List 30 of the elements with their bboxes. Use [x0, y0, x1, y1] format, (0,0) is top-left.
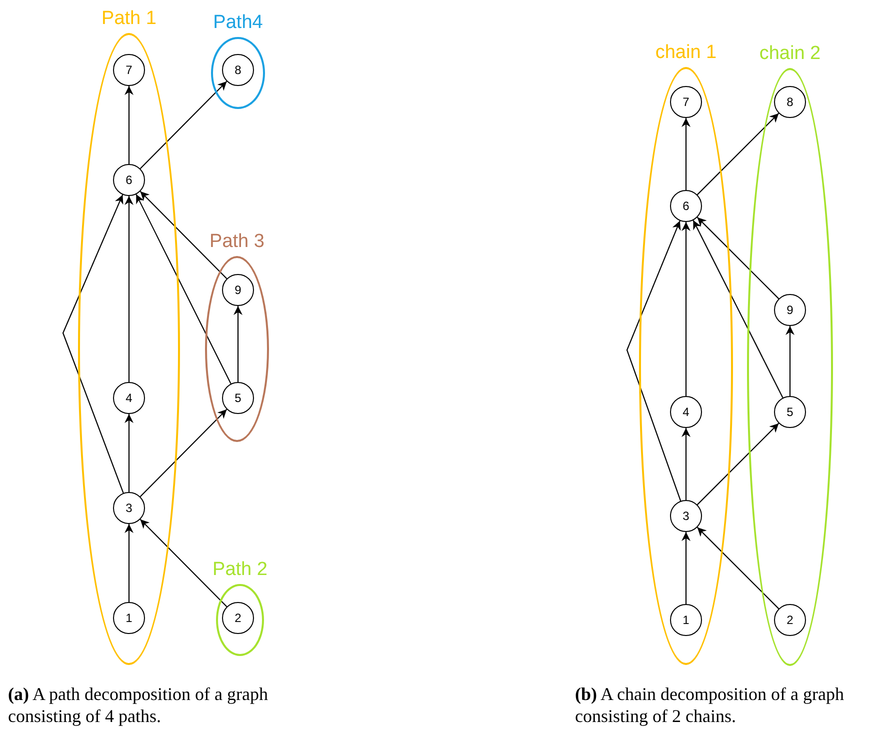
arrow [696, 216, 780, 300]
arrow [696, 422, 780, 506]
arrow [124, 86, 134, 164]
arrow [786, 326, 794, 396]
arrow [626, 220, 682, 502]
arrow [234, 306, 242, 382]
arrow [696, 526, 780, 610]
ellipse-label: Path 3 [210, 230, 264, 254]
arrow [692, 220, 784, 398]
arrow [140, 80, 228, 170]
arrow [140, 518, 228, 608]
ellipse-label: chain 1 [655, 41, 717, 65]
arrow [696, 112, 780, 196]
ellipse-label: chain 2 [759, 42, 821, 66]
arrow [682, 222, 690, 396]
ellipse-label: Path4 [213, 11, 263, 35]
arrow [682, 118, 690, 190]
arrow [682, 532, 690, 604]
ellipse-label: Path 1 [102, 7, 156, 31]
arrow [62, 194, 124, 494]
arrow [682, 428, 690, 500]
arrow [124, 414, 134, 492]
figure-caption: (b) A chain decomposition of a graph consisting of 2 chains. [575, 683, 845, 727]
arrow [140, 408, 228, 498]
figure-caption: (a) A path decomposition of a graph consisting of 4 paths. [8, 683, 269, 727]
arrow [124, 524, 134, 602]
arrow [136, 194, 232, 384]
arrow [124, 196, 134, 382]
arrow [140, 190, 228, 280]
ellipse-label: Path 2 [212, 558, 268, 582]
